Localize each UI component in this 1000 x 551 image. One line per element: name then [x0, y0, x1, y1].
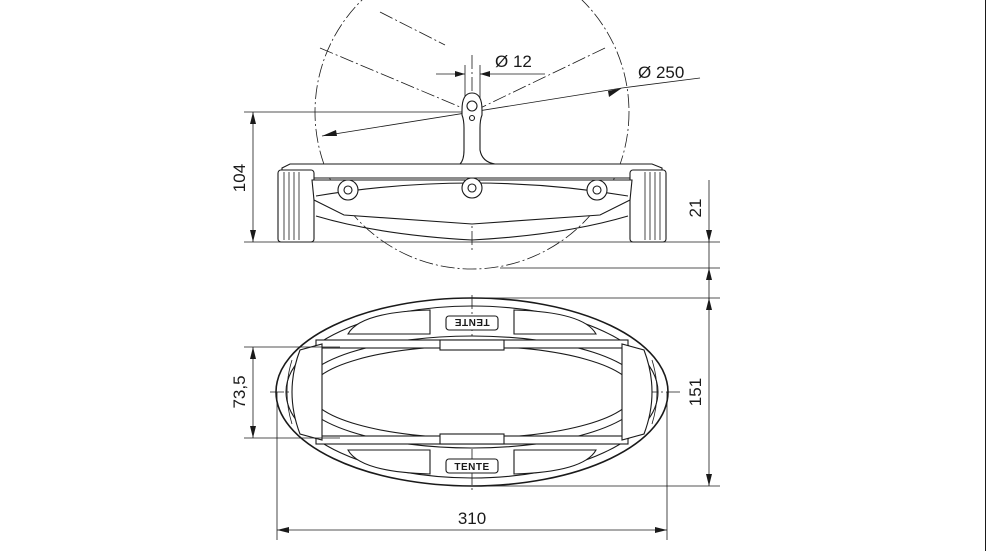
arrowhead — [706, 230, 712, 242]
slot-bottom-left — [347, 449, 431, 475]
bolt-right — [586, 179, 608, 201]
left-wheel-tread — [286, 359, 293, 425]
arrowhead — [706, 474, 712, 486]
brand-label-bottom: TENTE — [454, 462, 489, 473]
arrowhead — [706, 268, 712, 280]
left-roller — [277, 169, 315, 243]
brand-box-top — [445, 315, 499, 331]
inner-width-label: 73,5 — [230, 375, 249, 408]
arrowhead — [706, 298, 712, 310]
pin-detail — [468, 114, 476, 122]
total-width-label: 151 — [686, 378, 705, 406]
arrowhead — [655, 527, 667, 533]
sheet-border — [985, 0, 986, 551]
brand-label-top: TENTE — [454, 316, 489, 327]
arrowhead — [455, 71, 465, 77]
arrowhead — [250, 347, 256, 359]
bolt-right-core — [592, 185, 602, 195]
arrowhead — [277, 527, 289, 533]
inner-ellipse — [299, 335, 645, 449]
arrowhead — [250, 112, 256, 124]
bolt-left-core — [343, 185, 353, 195]
arrowhead — [250, 230, 256, 242]
frame-body — [311, 179, 633, 225]
side-view — [244, 0, 720, 300]
pin-diameter-label: Ø 12 — [495, 52, 532, 71]
height-label: 104 — [230, 164, 249, 192]
pin-plate-bottom — [439, 433, 505, 445]
king-pin — [458, 92, 496, 165]
length-label: 310 — [458, 509, 486, 528]
radial-line-1 — [319, 47, 473, 113]
wheel-diameter-label: Ø 250 — [638, 63, 684, 82]
pin-plate-top — [439, 339, 505, 351]
right-wheel-top — [621, 343, 653, 441]
arrowhead — [480, 71, 490, 77]
frame-lower-curve — [315, 215, 629, 241]
top-view: TENTE TENTE — [244, 295, 720, 540]
radial-line-2 — [471, 47, 606, 113]
slot-top-right — [513, 309, 597, 335]
brand-box-bottom — [445, 458, 499, 474]
arrowhead — [322, 130, 337, 136]
arrowhead — [250, 426, 256, 438]
centerline-diagonal — [379, 11, 446, 46]
bolt-left — [337, 179, 359, 201]
slot-bottom-right — [513, 449, 597, 475]
pin-hole — [466, 100, 478, 112]
clearance-label: 21 — [686, 199, 705, 218]
left-wheel-top — [291, 343, 323, 441]
right-roller — [629, 169, 667, 243]
frame-top-rim — [281, 163, 663, 179]
bolt-center — [461, 177, 483, 199]
right-wheel-tread — [651, 359, 658, 425]
wheel-diameter-leader — [621, 77, 701, 89]
bolt-center-core — [467, 183, 477, 193]
arrowhead — [608, 88, 622, 97]
slot-top-left — [347, 309, 431, 335]
